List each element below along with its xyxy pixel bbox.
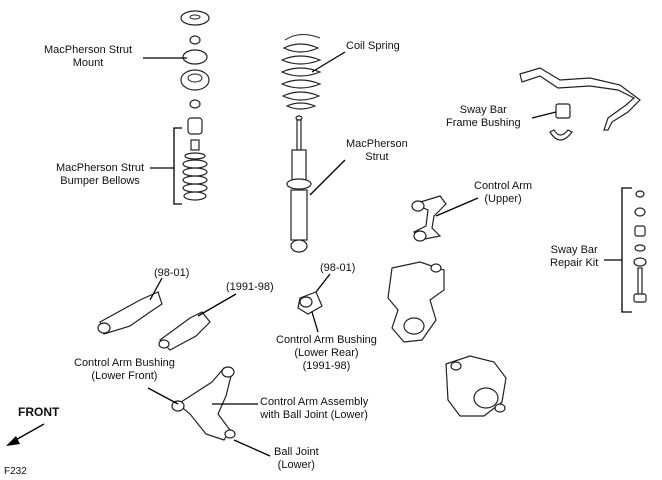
label-year-1991-98: (1991-98) bbox=[226, 281, 274, 293]
label-ball-joint: Ball Joint(Lower) bbox=[274, 446, 319, 471]
upper-control-arm-part bbox=[411, 195, 479, 242]
coil-spring-part bbox=[280, 34, 346, 110]
figure-code: F232 bbox=[4, 466, 27, 477]
label-year-98-01-mid: (98-01) bbox=[320, 262, 356, 274]
hub-part bbox=[445, 355, 507, 417]
lower-control-arm-assembly-part bbox=[147, 366, 271, 457]
label-coil-spring: Coil Spring bbox=[346, 40, 400, 52]
front-arrow-icon bbox=[6, 423, 45, 446]
label-lower-rear-bushing: Control Arm Bushing (Lower Rear) (1991-9… bbox=[276, 334, 377, 372]
lower-arm-variant-parts bbox=[97, 273, 331, 351]
sway-bar-repair-kit-parts bbox=[604, 187, 647, 313]
strut-mount-parts bbox=[143, 10, 210, 205]
label-lower-front-bushing: Control Arm Bushing (Lower Front) bbox=[74, 357, 175, 382]
macpherson-strut-part bbox=[286, 115, 346, 253]
front-label: FRONT bbox=[18, 405, 60, 419]
sway-bar-part bbox=[519, 67, 641, 141]
label-upper-control-arm: Control Arm(Upper) bbox=[474, 180, 533, 205]
label-control-arm-assembly: Control Arm Assembly with Ball Joint (Lo… bbox=[260, 396, 369, 421]
label-year-98-01-left: (98-01) bbox=[154, 267, 190, 279]
knuckle-part bbox=[387, 261, 445, 343]
